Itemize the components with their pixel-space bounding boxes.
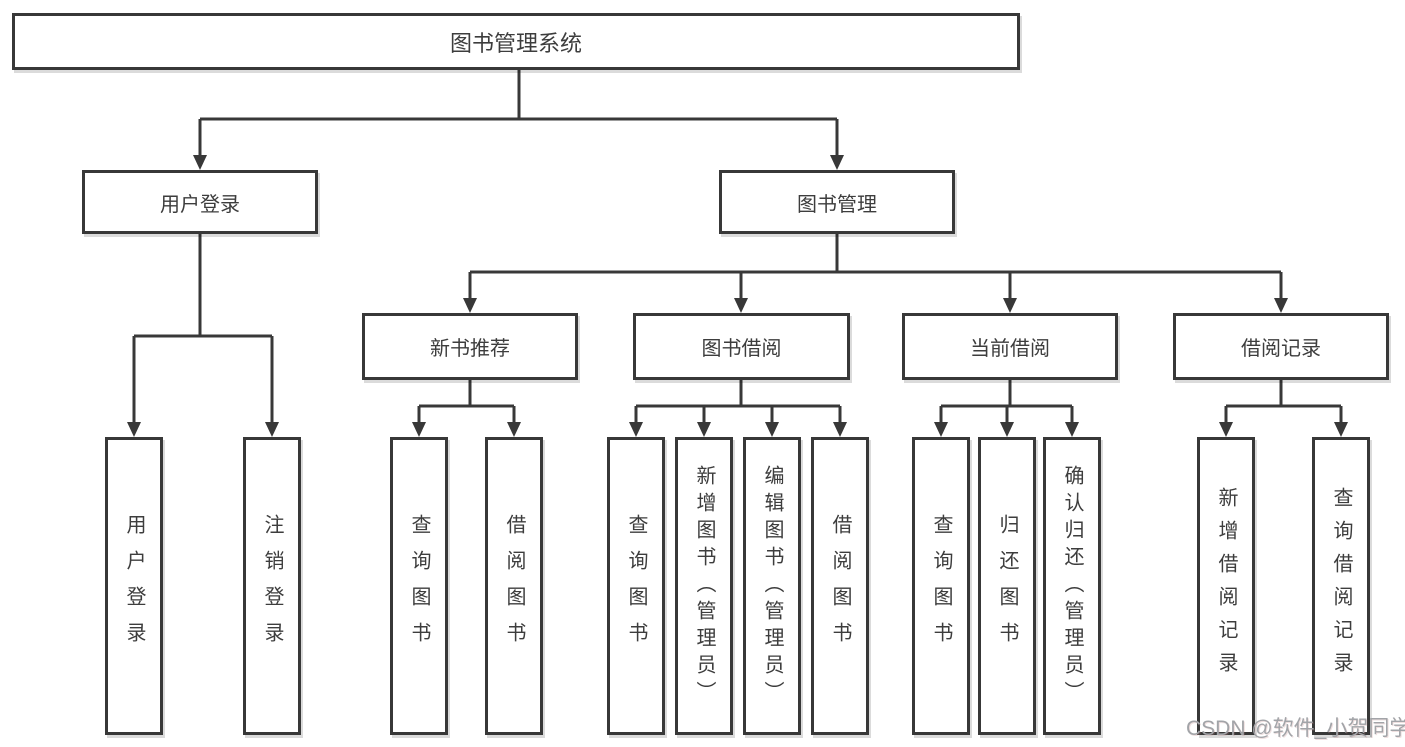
leaf-label: 新增图书（管理员） — [693, 464, 715, 708]
leaf-label: 确认归还（管理员） — [1061, 464, 1083, 708]
leaf-label: 归还图书 — [996, 514, 1018, 658]
leaf-query-books-recommend: 查询图书 — [390, 437, 448, 735]
node-new-book-recommend: 新书推荐 — [362, 313, 578, 380]
leaf-label: 新增借阅记录 — [1215, 487, 1237, 685]
node-label: 图书管理系统 — [449, 30, 582, 56]
node-book-borrow: 图书借阅 — [633, 313, 850, 380]
leaf-add-books-admin: 新增图书（管理员） — [675, 437, 733, 735]
node-label: 新书推荐 — [430, 338, 510, 360]
leaf-edit-books-admin: 编辑图书（管理员） — [743, 437, 801, 735]
leaf-borrow-books: 借阅图书 — [811, 437, 869, 735]
node-label: 当前借阅 — [970, 338, 1050, 360]
node-user-login: 用户登录 — [82, 170, 318, 234]
node-label: 借阅记录 — [1241, 338, 1321, 360]
leaf-label: 查询图书 — [930, 514, 952, 658]
leaf-query-borrow-record: 查询借阅记录 — [1312, 437, 1370, 735]
leaf-add-borrow-record: 新增借阅记录 — [1197, 437, 1255, 735]
node-current-borrow: 当前借阅 — [902, 313, 1118, 380]
leaf-query-books-borrow: 查询图书 — [607, 437, 665, 735]
leaf-user-login: 用户登录 — [105, 437, 163, 735]
node-label: 用户登录 — [160, 193, 240, 216]
leaf-label: 查询图书 — [625, 514, 647, 658]
leaf-borrow-books-recommend: 借阅图书 — [485, 437, 543, 735]
leaf-label: 查询图书 — [408, 514, 430, 658]
leaf-label: 用户登录 — [123, 514, 145, 658]
leaf-label: 查询借阅记录 — [1330, 487, 1352, 685]
csdn-watermark: CSDN @软件_小贺同学 — [1186, 717, 1405, 740]
arrowhead-icons — [127, 155, 1348, 437]
leaf-label: 借阅图书 — [829, 514, 851, 658]
node-label: 图书借阅 — [701, 338, 782, 360]
leaf-query-books-current: 查询图书 — [912, 437, 970, 735]
node-book-management: 图书管理 — [719, 170, 955, 234]
leaf-confirm-return-admin: 确认归还（管理员） — [1043, 437, 1101, 735]
leaf-return-books: 归还图书 — [978, 437, 1036, 735]
node-label: 图书管理 — [797, 193, 877, 216]
node-library-management-system: 图书管理系统 — [12, 13, 1020, 70]
node-borrow-record: 借阅记录 — [1173, 313, 1389, 380]
leaf-label: 注销登录 — [261, 514, 283, 658]
leaf-label: 编辑图书（管理员） — [761, 464, 783, 708]
leaf-label: 借阅图书 — [503, 514, 525, 658]
leaf-logout: 注销登录 — [243, 437, 301, 735]
